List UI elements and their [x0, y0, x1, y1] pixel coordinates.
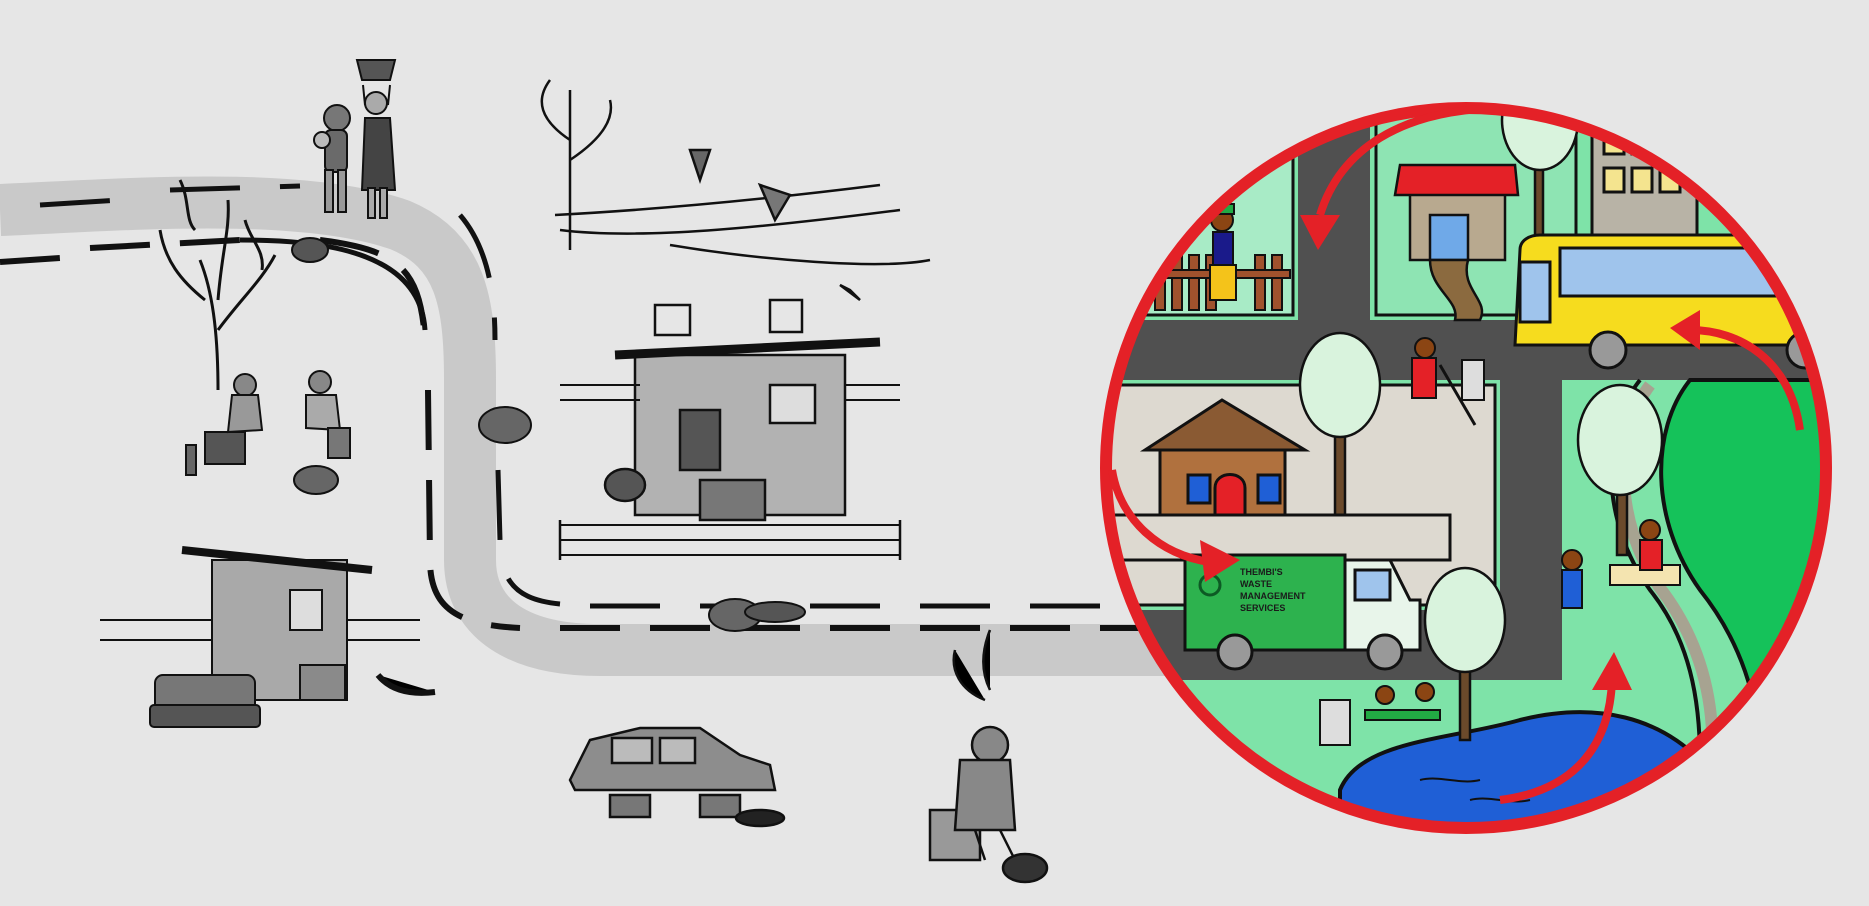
- market-stall: [1561, 519, 1681, 609]
- arrow-right: [1689, 326, 1804, 431]
- grey-neighbourhood: [0, 59, 1190, 884]
- person-sweeping: [1411, 337, 1485, 426]
- green-tree: [1576, 383, 1664, 557]
- bare-tree-left: [158, 179, 277, 391]
- small-house: [1393, 163, 1520, 322]
- truck-sign-line1: THEMBI'S: [1240, 567, 1283, 577]
- abandoned-car: [568, 726, 786, 828]
- brick-house: [1106, 398, 1452, 562]
- park-bench: [1319, 682, 1441, 746]
- winding-road: [0, 176, 1190, 676]
- green-tree: [1423, 566, 1507, 742]
- men-drinking: [185, 237, 351, 495]
- arrow-top: [1316, 104, 1501, 217]
- truck-sign-line4: SERVICES: [1240, 603, 1285, 613]
- rocks: [478, 406, 806, 632]
- arrow-bottom: [1499, 679, 1616, 804]
- red-flow-arrows: [1108, 104, 1804, 804]
- elderly-woman-sitting: [928, 629, 1049, 884]
- ruined-house: [558, 298, 902, 560]
- arrow-left: [1108, 469, 1211, 566]
- litter-wind: [540, 79, 931, 301]
- truck-sign-line2: WASTE: [1240, 579, 1272, 589]
- women-carrying-baskets: [313, 59, 397, 219]
- green-tree: [1298, 331, 1382, 517]
- broken-shack-left: [100, 546, 436, 728]
- road-edge-line: [0, 237, 1180, 631]
- truck-sign-line3: MANAGEMENT: [1240, 591, 1306, 601]
- road-edge-line: [39, 183, 1150, 609]
